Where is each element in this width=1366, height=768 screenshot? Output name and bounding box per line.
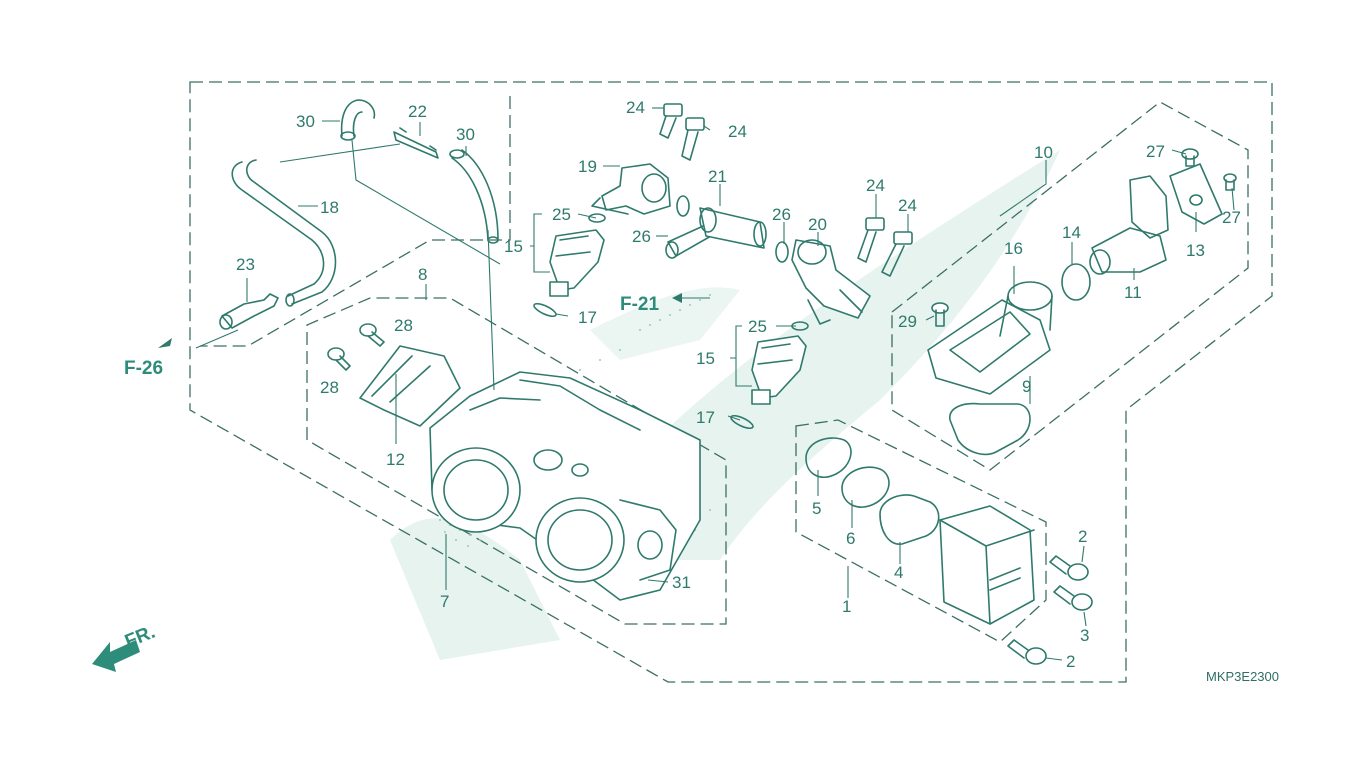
label-17-upper: 17 xyxy=(578,308,597,327)
ref-f26: F-26 xyxy=(124,358,163,379)
injector-15-upper xyxy=(549,213,606,297)
bolt-24-c xyxy=(857,217,885,263)
screw-28-b xyxy=(327,347,351,371)
label-13: 13 xyxy=(1186,241,1205,260)
label-26-right: 26 xyxy=(772,205,791,224)
label-15-lower: 15 xyxy=(696,349,715,368)
cover-16 xyxy=(927,281,1053,395)
o-ring-6 xyxy=(841,466,890,508)
ref-f21: F-21 xyxy=(620,294,660,315)
label-8: 8 xyxy=(418,265,427,284)
o-ring-14 xyxy=(1061,263,1091,301)
fitting-23 xyxy=(219,293,279,330)
label-24-a: 24 xyxy=(626,98,645,117)
group-outlines xyxy=(189,81,1273,683)
gasket-9 xyxy=(949,402,1031,456)
throttle-body-outline xyxy=(306,297,727,625)
bracket-12 xyxy=(359,345,461,427)
screw-2-lower xyxy=(1007,639,1047,665)
label-6: 6 xyxy=(846,529,855,548)
screw-29 xyxy=(931,302,949,327)
label-30-right: 30 xyxy=(456,125,475,144)
f21-arrow xyxy=(672,293,682,303)
vent-hose-outline xyxy=(200,96,511,347)
label-2-upper: 2 xyxy=(1078,527,1087,546)
main-assembly-outline xyxy=(189,81,1273,683)
plate-13 xyxy=(1169,163,1223,225)
part-labels: 30 22 30 18 23 F-26 24 24 19 21 25 26 26… xyxy=(124,98,1279,684)
bracket-20 xyxy=(791,239,871,325)
label-29: 29 xyxy=(898,312,917,331)
hose-18 xyxy=(231,159,337,307)
label-17-lower: 17 xyxy=(696,408,715,427)
screw-3 xyxy=(1053,585,1093,611)
label-28-a: 28 xyxy=(394,316,413,335)
f26-arrow xyxy=(158,338,172,348)
label-24-c: 24 xyxy=(866,176,885,195)
label-7: 7 xyxy=(440,592,449,611)
label-22: 22 xyxy=(408,102,427,121)
joint-22 xyxy=(393,127,439,159)
gasket-4 xyxy=(879,494,940,545)
label-18: 18 xyxy=(320,198,339,217)
label-11: 11 xyxy=(1124,283,1142,302)
screw-2-upper xyxy=(1049,555,1089,581)
label-3: 3 xyxy=(1080,626,1089,645)
label-10: 10 xyxy=(1034,143,1053,162)
bracket-19 xyxy=(591,163,671,215)
label-30-left: 30 xyxy=(296,112,315,131)
label-14: 14 xyxy=(1062,223,1081,242)
washer-26-right xyxy=(775,241,789,263)
label-25-upper: 25 xyxy=(552,205,571,224)
label-12: 12 xyxy=(386,450,405,469)
bolt-24-b xyxy=(681,117,705,161)
label-26-left: 26 xyxy=(632,227,651,246)
label-19: 19 xyxy=(578,157,597,176)
front-direction-arrow: FR. xyxy=(92,622,158,672)
label-15-upper: 15 xyxy=(504,237,523,256)
label-2-lower: 2 xyxy=(1066,652,1075,671)
screw-28-a xyxy=(359,323,385,347)
label-27-b: 27 xyxy=(1222,208,1241,227)
screw-27-a xyxy=(1181,148,1199,167)
o-ring-17-upper xyxy=(533,302,557,318)
idle-valve-outline xyxy=(891,101,1249,471)
label-23: 23 xyxy=(236,255,255,274)
label-25-lower: 25 xyxy=(748,317,767,336)
fuel-pipe-21 xyxy=(665,207,767,259)
o-ring-5 xyxy=(805,437,852,478)
label-31: 31 xyxy=(672,573,691,592)
hose-30-left xyxy=(340,99,376,141)
sensor-unit-1 xyxy=(939,505,1035,625)
label-1: 1 xyxy=(842,597,851,616)
front-label: FR. xyxy=(122,622,158,653)
label-20: 20 xyxy=(808,215,827,234)
label-21: 21 xyxy=(708,167,727,186)
label-28-b: 28 xyxy=(320,378,339,397)
label-5: 5 xyxy=(812,499,821,518)
label-24-d: 24 xyxy=(898,196,917,215)
valve-11 xyxy=(1089,175,1169,275)
sensor-unit-outline xyxy=(795,419,1047,643)
label-9: 9 xyxy=(1022,377,1031,396)
label-16: 16 xyxy=(1004,239,1023,258)
bolt-24-a xyxy=(659,103,683,139)
washer-26-left xyxy=(676,195,690,217)
label-27-a: 27 xyxy=(1146,142,1165,161)
screw-27-b xyxy=(1223,173,1237,191)
throttle-body-7 xyxy=(429,371,701,601)
label-4: 4 xyxy=(894,563,903,582)
label-24-b: 24 xyxy=(728,122,747,141)
hose-30-right xyxy=(449,149,499,244)
diagram-code: MKP3E2300 xyxy=(1206,669,1279,684)
bolt-24-d xyxy=(881,231,913,277)
leader-lines xyxy=(195,107,1235,661)
